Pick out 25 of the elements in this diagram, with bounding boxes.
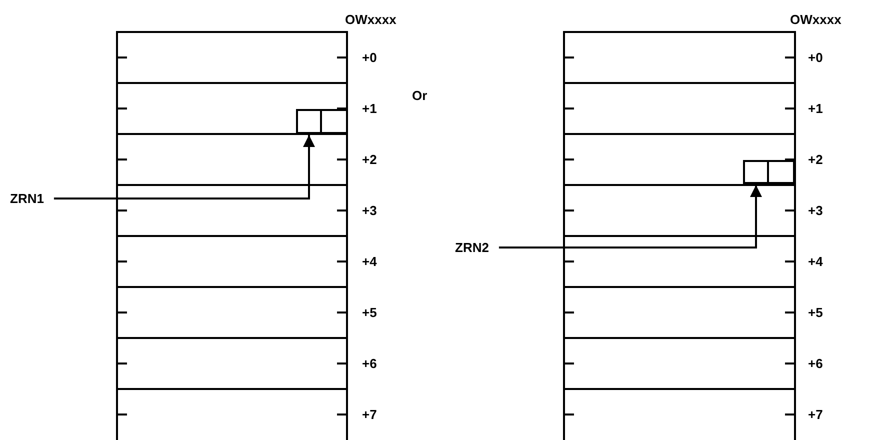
offset-label: +2 <box>362 152 377 166</box>
bit-cell <box>743 160 769 184</box>
offset-label: +0 <box>362 50 377 64</box>
address-label: OWxxxx <box>345 12 396 27</box>
signal-label: ZRN2 <box>455 240 489 255</box>
offset-label: +3 <box>808 202 823 218</box>
offset-label: +5 <box>808 304 823 320</box>
offset-label: +5 <box>362 304 377 320</box>
offset-label: +6 <box>808 356 823 370</box>
offset-label: +7 <box>362 406 377 422</box>
address-label: OWxxxx <box>790 12 842 27</box>
offset-label: +0 <box>808 50 823 64</box>
offset-label: +1 <box>808 100 823 116</box>
alternative-note: Or <box>412 88 428 103</box>
offset-label: +7 <box>808 406 823 422</box>
offset-label: +6 <box>362 356 377 370</box>
leader-line <box>54 135 315 200</box>
bit-cell <box>296 109 322 134</box>
offset-label: +2 <box>808 152 823 166</box>
signal-label: ZRN1 <box>10 191 44 206</box>
offset-label: +4 <box>808 254 823 268</box>
offset-label: +3 <box>362 202 377 218</box>
offset-label: +4 <box>362 254 377 268</box>
leader-line <box>498 185 762 248</box>
offset-label: +1 <box>362 100 377 116</box>
